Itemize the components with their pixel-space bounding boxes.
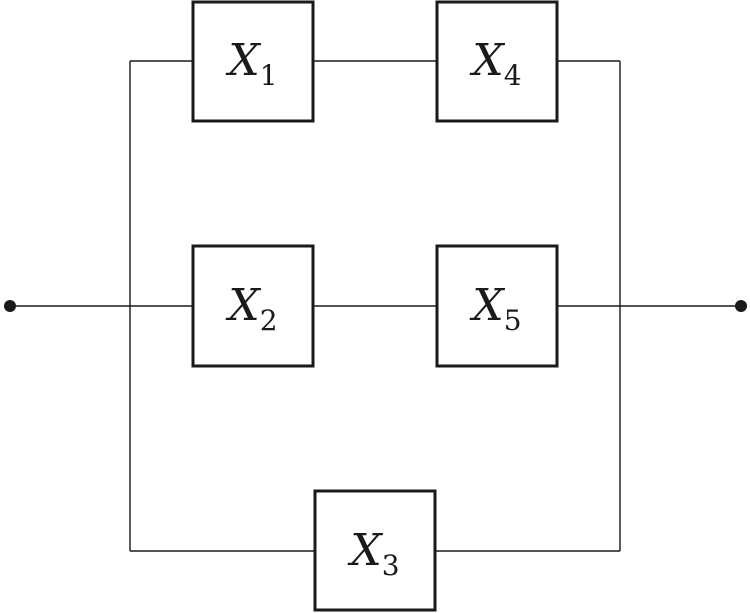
component-x5-symbol: X: [469, 280, 505, 331]
component-x3-label: X3: [347, 525, 399, 582]
input-terminal: [4, 300, 16, 312]
component-x2-subscript: 2: [260, 304, 278, 337]
component-x3-symbol: X: [347, 525, 383, 576]
component-x3-box: [313, 489, 437, 612]
component-x2: X2: [191, 244, 315, 368]
component-x1-subscript: 1: [260, 59, 278, 92]
component-x4-label: X4: [469, 35, 521, 92]
component-x1-label: X1: [225, 35, 277, 92]
component-x4-subscript: 4: [504, 59, 522, 92]
component-x4-symbol: X: [469, 35, 505, 86]
wiring: [10, 60, 741, 552]
component-x3: X3: [313, 489, 437, 612]
component-x5: X5: [435, 244, 559, 368]
component-x2-label: X2: [225, 280, 277, 337]
component-x5-subscript: 5: [504, 304, 522, 337]
component-x2-box: [191, 244, 315, 368]
component-x2-symbol: X: [225, 280, 261, 331]
component-x1-box: [191, 0, 315, 123]
component-x4-box: [435, 0, 559, 123]
component-x5-box: [435, 244, 559, 368]
component-x1: X1: [191, 0, 315, 123]
component-x5-label: X5: [469, 280, 521, 337]
component-x3-subscript: 3: [382, 549, 400, 582]
component-x1-symbol: X: [225, 35, 261, 86]
output-terminal: [735, 300, 747, 312]
component-x4: X4: [435, 0, 559, 123]
